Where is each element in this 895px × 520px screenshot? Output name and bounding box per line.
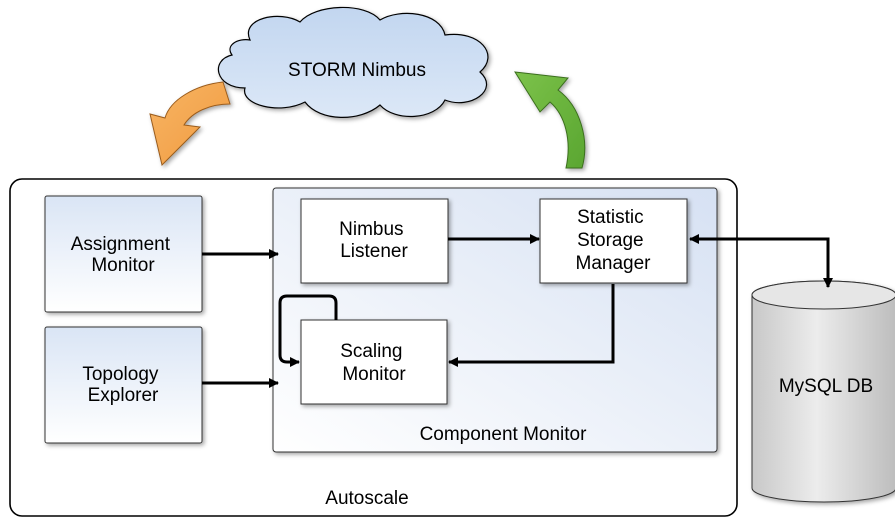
nimbus-label: STORM Nimbus: [288, 60, 426, 81]
scaling-monitor-line-1: Scaling: [340, 341, 402, 362]
nimbus-listener-line-2: Listener: [340, 241, 408, 262]
statistic-storage-manager-line-1: Statistic: [577, 207, 644, 228]
assignment-monitor-line-1: Assignment: [71, 234, 171, 255]
scaling-monitor-box: Scaling Monitor: [300, 319, 448, 405]
arrow-storage-manager-to-mysql-db: [689, 234, 833, 288]
component-monitor-label: Component Monitor: [420, 424, 588, 445]
statistic-storage-manager-box: Statistic Storage Manager: [539, 198, 688, 284]
assignment-monitor-label: Assignment Monitor: [71, 234, 176, 276]
nimbus-listener-line-1: Nimbus: [339, 219, 403, 240]
scaling-monitor-line-2: Monitor: [342, 364, 406, 385]
topology-explorer-line-1: Topology: [82, 364, 159, 385]
statistic-storage-manager-line-2: Storage: [577, 230, 644, 251]
arrow-storage-manager-to-scaling-monitor: [448, 284, 615, 367]
topology-explorer-label: Topology Explorer: [82, 364, 163, 406]
statistic-storage-manager-line-3: Manager: [576, 253, 652, 274]
topology-explorer-line-2: Explorer: [88, 385, 159, 406]
nimbus-listener-box: Nimbus Listener: [300, 198, 449, 284]
nimbus-listener-label: Nimbus Listener: [339, 219, 409, 262]
assignment-monitor-box: Assignment Monitor: [44, 195, 203, 313]
topology-explorer-box: Topology Explorer: [44, 326, 203, 444]
storm-nimbus-cloud: STORM Nimbus: [217, 6, 489, 118]
green-curved-arrow: [514, 71, 586, 169]
mysql-db-cylinder: MySQL DB: [751, 280, 895, 503]
scaling-monitor-label: Scaling Monitor: [340, 341, 408, 385]
statistic-storage-manager-label: Statistic Storage Manager: [576, 207, 652, 274]
assignment-monitor-line-2: Monitor: [91, 255, 155, 276]
orange-curved-arrow: [149, 81, 231, 166]
autoscale-label: Autoscale: [325, 488, 408, 509]
mysql-db-label: MySQL DB: [779, 376, 873, 397]
arrow-scaling-monitor-self-loop: [278, 294, 338, 367]
